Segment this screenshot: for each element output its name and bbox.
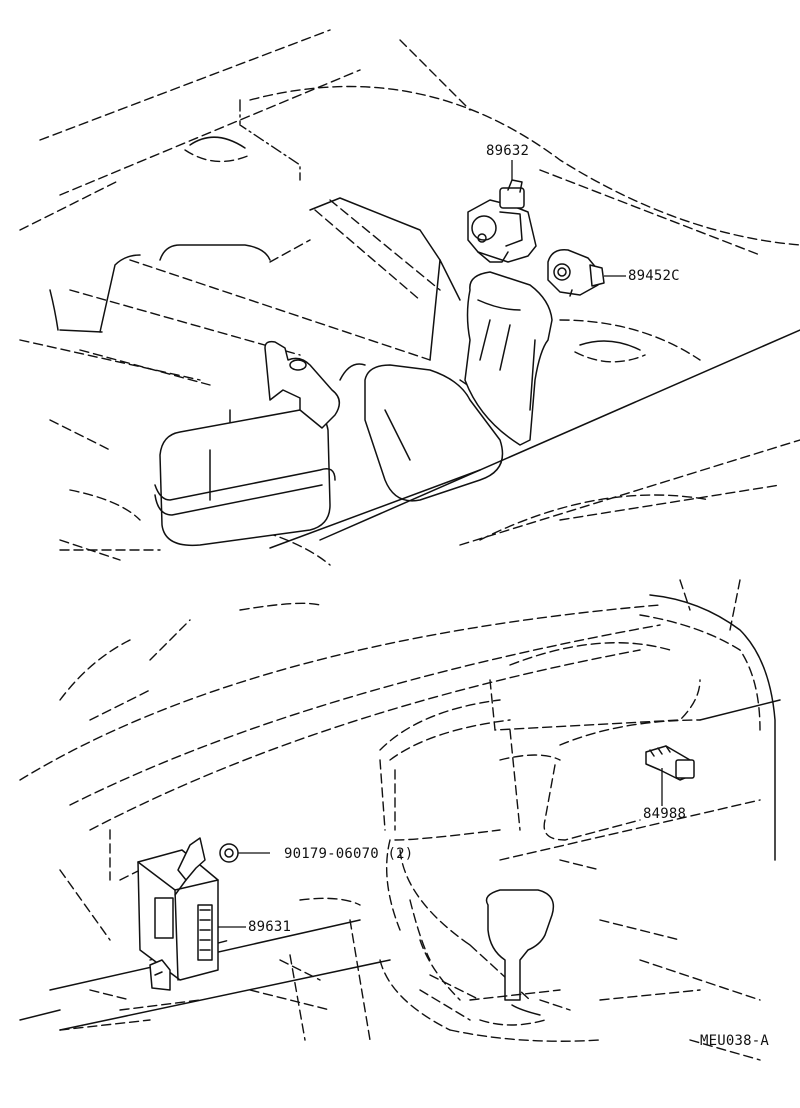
airflow-meter-part — [467, 160, 537, 263]
label-throttle-sensor: 89452C — [628, 268, 680, 284]
label-ecu: 89631 — [248, 919, 292, 935]
washer-reservoir — [154, 340, 341, 547]
label-switch: 84988 — [643, 806, 687, 822]
figure-code: MEU038-A — [700, 1033, 770, 1049]
label-airflow-meter: 89632 — [486, 143, 530, 159]
clip-part — [219, 843, 270, 863]
switch-part — [645, 745, 695, 806]
shift-lever — [469, 889, 561, 1026]
throttle-sensor-part — [547, 249, 626, 297]
label-clip: 90179-06070 (2) — [284, 846, 414, 862]
engine-block — [339, 363, 504, 502]
intake-hose — [464, 271, 553, 446]
ecu-part — [137, 837, 246, 991]
engine-bay-outline — [19, 29, 800, 566]
